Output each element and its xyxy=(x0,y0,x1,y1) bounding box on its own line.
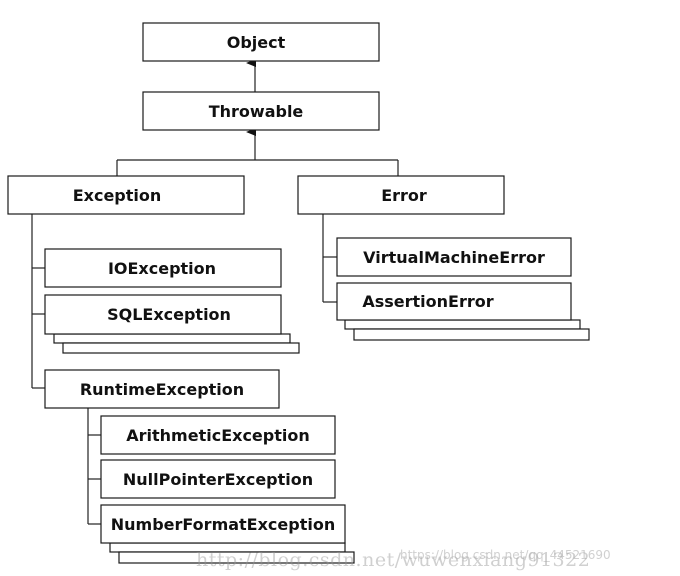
node-throwable: Throwable xyxy=(142,91,380,131)
sqlexception-stack-1 xyxy=(53,333,291,344)
node-error: Error xyxy=(297,175,505,215)
node-nullpointerexception: NullPointerException xyxy=(100,459,336,499)
connectors xyxy=(31,59,399,525)
node-sqlexception-label: SQLException xyxy=(107,305,231,324)
node-numberformatexception-label: NumberFormatException xyxy=(111,515,335,534)
node-arithmeticexception-label: ArithmeticException xyxy=(126,426,310,445)
node-sqlexception: SQLException xyxy=(44,294,282,335)
node-numberformatexception: NumberFormatException xyxy=(100,504,346,544)
node-virtualmachineerror-label: VirtualMachineError xyxy=(363,248,545,267)
node-assertionerror-label: AssertionError xyxy=(362,292,493,311)
node-runtimeexception: RuntimeException xyxy=(44,369,280,409)
node-error-label: Error xyxy=(381,186,427,205)
node-ioexception-label: IOException xyxy=(108,259,216,278)
assertionerror-stack-2 xyxy=(353,328,590,341)
node-object: Object xyxy=(142,22,380,62)
assertionerror-stack-1 xyxy=(344,319,581,330)
numberformat-stack-2 xyxy=(118,551,355,564)
node-assertionerror: AssertionError xyxy=(336,282,572,321)
sqlexception-stack-2 xyxy=(62,342,300,354)
node-virtualmachineerror: VirtualMachineError xyxy=(336,237,572,277)
node-arithmeticexception: ArithmeticException xyxy=(100,415,336,455)
watermark-url: http://blog.csdn.net/wuwenxiang91322 xyxy=(196,549,591,571)
node-throwable-label: Throwable xyxy=(209,102,304,121)
node-exception: Exception xyxy=(7,175,245,215)
node-exception-label: Exception xyxy=(73,186,162,205)
stack-shadows xyxy=(53,319,590,564)
node-object-label: Object xyxy=(227,33,286,52)
node-ioexception: IOException xyxy=(44,248,282,288)
watermark-blog: https://blog.csdn.net/qq_44521690 xyxy=(400,548,611,562)
node-nullpointerexception-label: NullPointerException xyxy=(123,470,313,489)
node-runtimeexception-label: RuntimeException xyxy=(80,380,244,399)
